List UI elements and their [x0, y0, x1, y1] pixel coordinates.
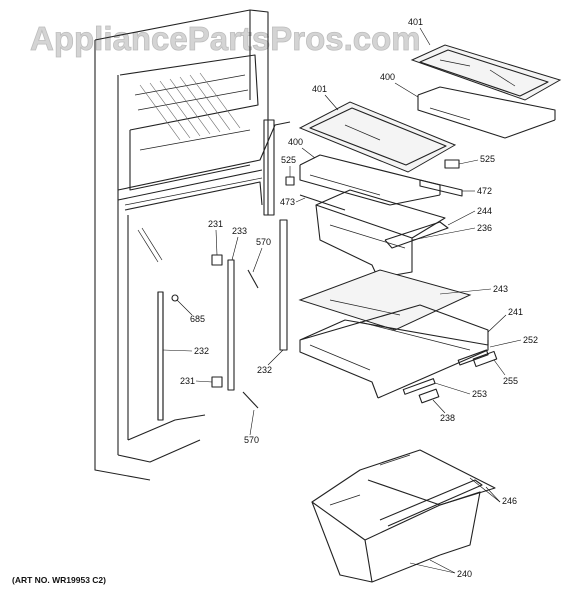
label-570-lower: 570 — [244, 435, 259, 445]
label-255: 255 — [503, 376, 518, 386]
cam-231-lower — [211, 376, 223, 388]
crisper-drawer[interactable] — [299, 304, 489, 399]
snack-pan[interactable] — [315, 189, 449, 279]
cam-231-upper — [211, 254, 223, 266]
screw-570-lower — [242, 391, 259, 409]
label-240: 240 — [457, 569, 472, 579]
label-570-upper: 570 — [256, 237, 271, 247]
label-241: 241 — [508, 307, 523, 317]
watermark: AppliancePartsPros.com — [30, 20, 421, 57]
label-238: 238 — [440, 413, 455, 423]
label-473: 473 — [280, 197, 295, 207]
label-401-top: 401 — [408, 17, 423, 27]
part-238 — [418, 388, 440, 404]
label-472: 472 — [477, 186, 492, 196]
label-401-middle: 401 — [312, 84, 327, 94]
screw-570-upper — [247, 269, 259, 289]
fastener-685 — [171, 294, 179, 302]
crisper-cover[interactable] — [298, 269, 472, 331]
label-685: 685 — [190, 314, 205, 324]
shelf-frame-upper[interactable] — [417, 86, 556, 139]
label-232-right: 232 — [257, 365, 272, 375]
label-246: 246 — [502, 496, 517, 506]
label-243: 243 — [493, 284, 508, 294]
glass-shelf-middle[interactable] — [298, 101, 457, 173]
label-232-left: 232 — [194, 346, 209, 356]
label-244: 244 — [477, 206, 492, 216]
label-400-middle: 400 — [288, 137, 303, 147]
part-255 — [472, 350, 498, 368]
label-400-top: 400 — [380, 72, 395, 82]
label-231-lower: 231 — [180, 376, 195, 386]
refrigerator-cabinet — [94, 9, 291, 481]
part-253 — [402, 378, 436, 395]
label-236: 236 — [477, 223, 492, 233]
glass-shelf-upper[interactable] — [410, 44, 562, 101]
clip-525-left — [285, 176, 295, 186]
clip-525-right — [444, 159, 460, 169]
label-525-right: 525 — [480, 154, 495, 164]
label-231-upper: 231 — [208, 219, 223, 229]
art-number: (ART NO. WR19953 C2) — [12, 575, 106, 585]
rail-232-right — [279, 219, 288, 351]
label-253: 253 — [472, 389, 487, 399]
label-233: 233 — [232, 226, 247, 236]
label-252: 252 — [523, 335, 538, 345]
crisper-bins[interactable] — [311, 449, 496, 583]
rail-232-left — [157, 291, 164, 421]
part-labels: 401 400 401 400 525 525 472 473 244 236 … — [162, 17, 538, 579]
rail-233 — [227, 259, 235, 391]
rail-472 — [419, 179, 463, 197]
label-525-left: 525 — [281, 155, 296, 165]
